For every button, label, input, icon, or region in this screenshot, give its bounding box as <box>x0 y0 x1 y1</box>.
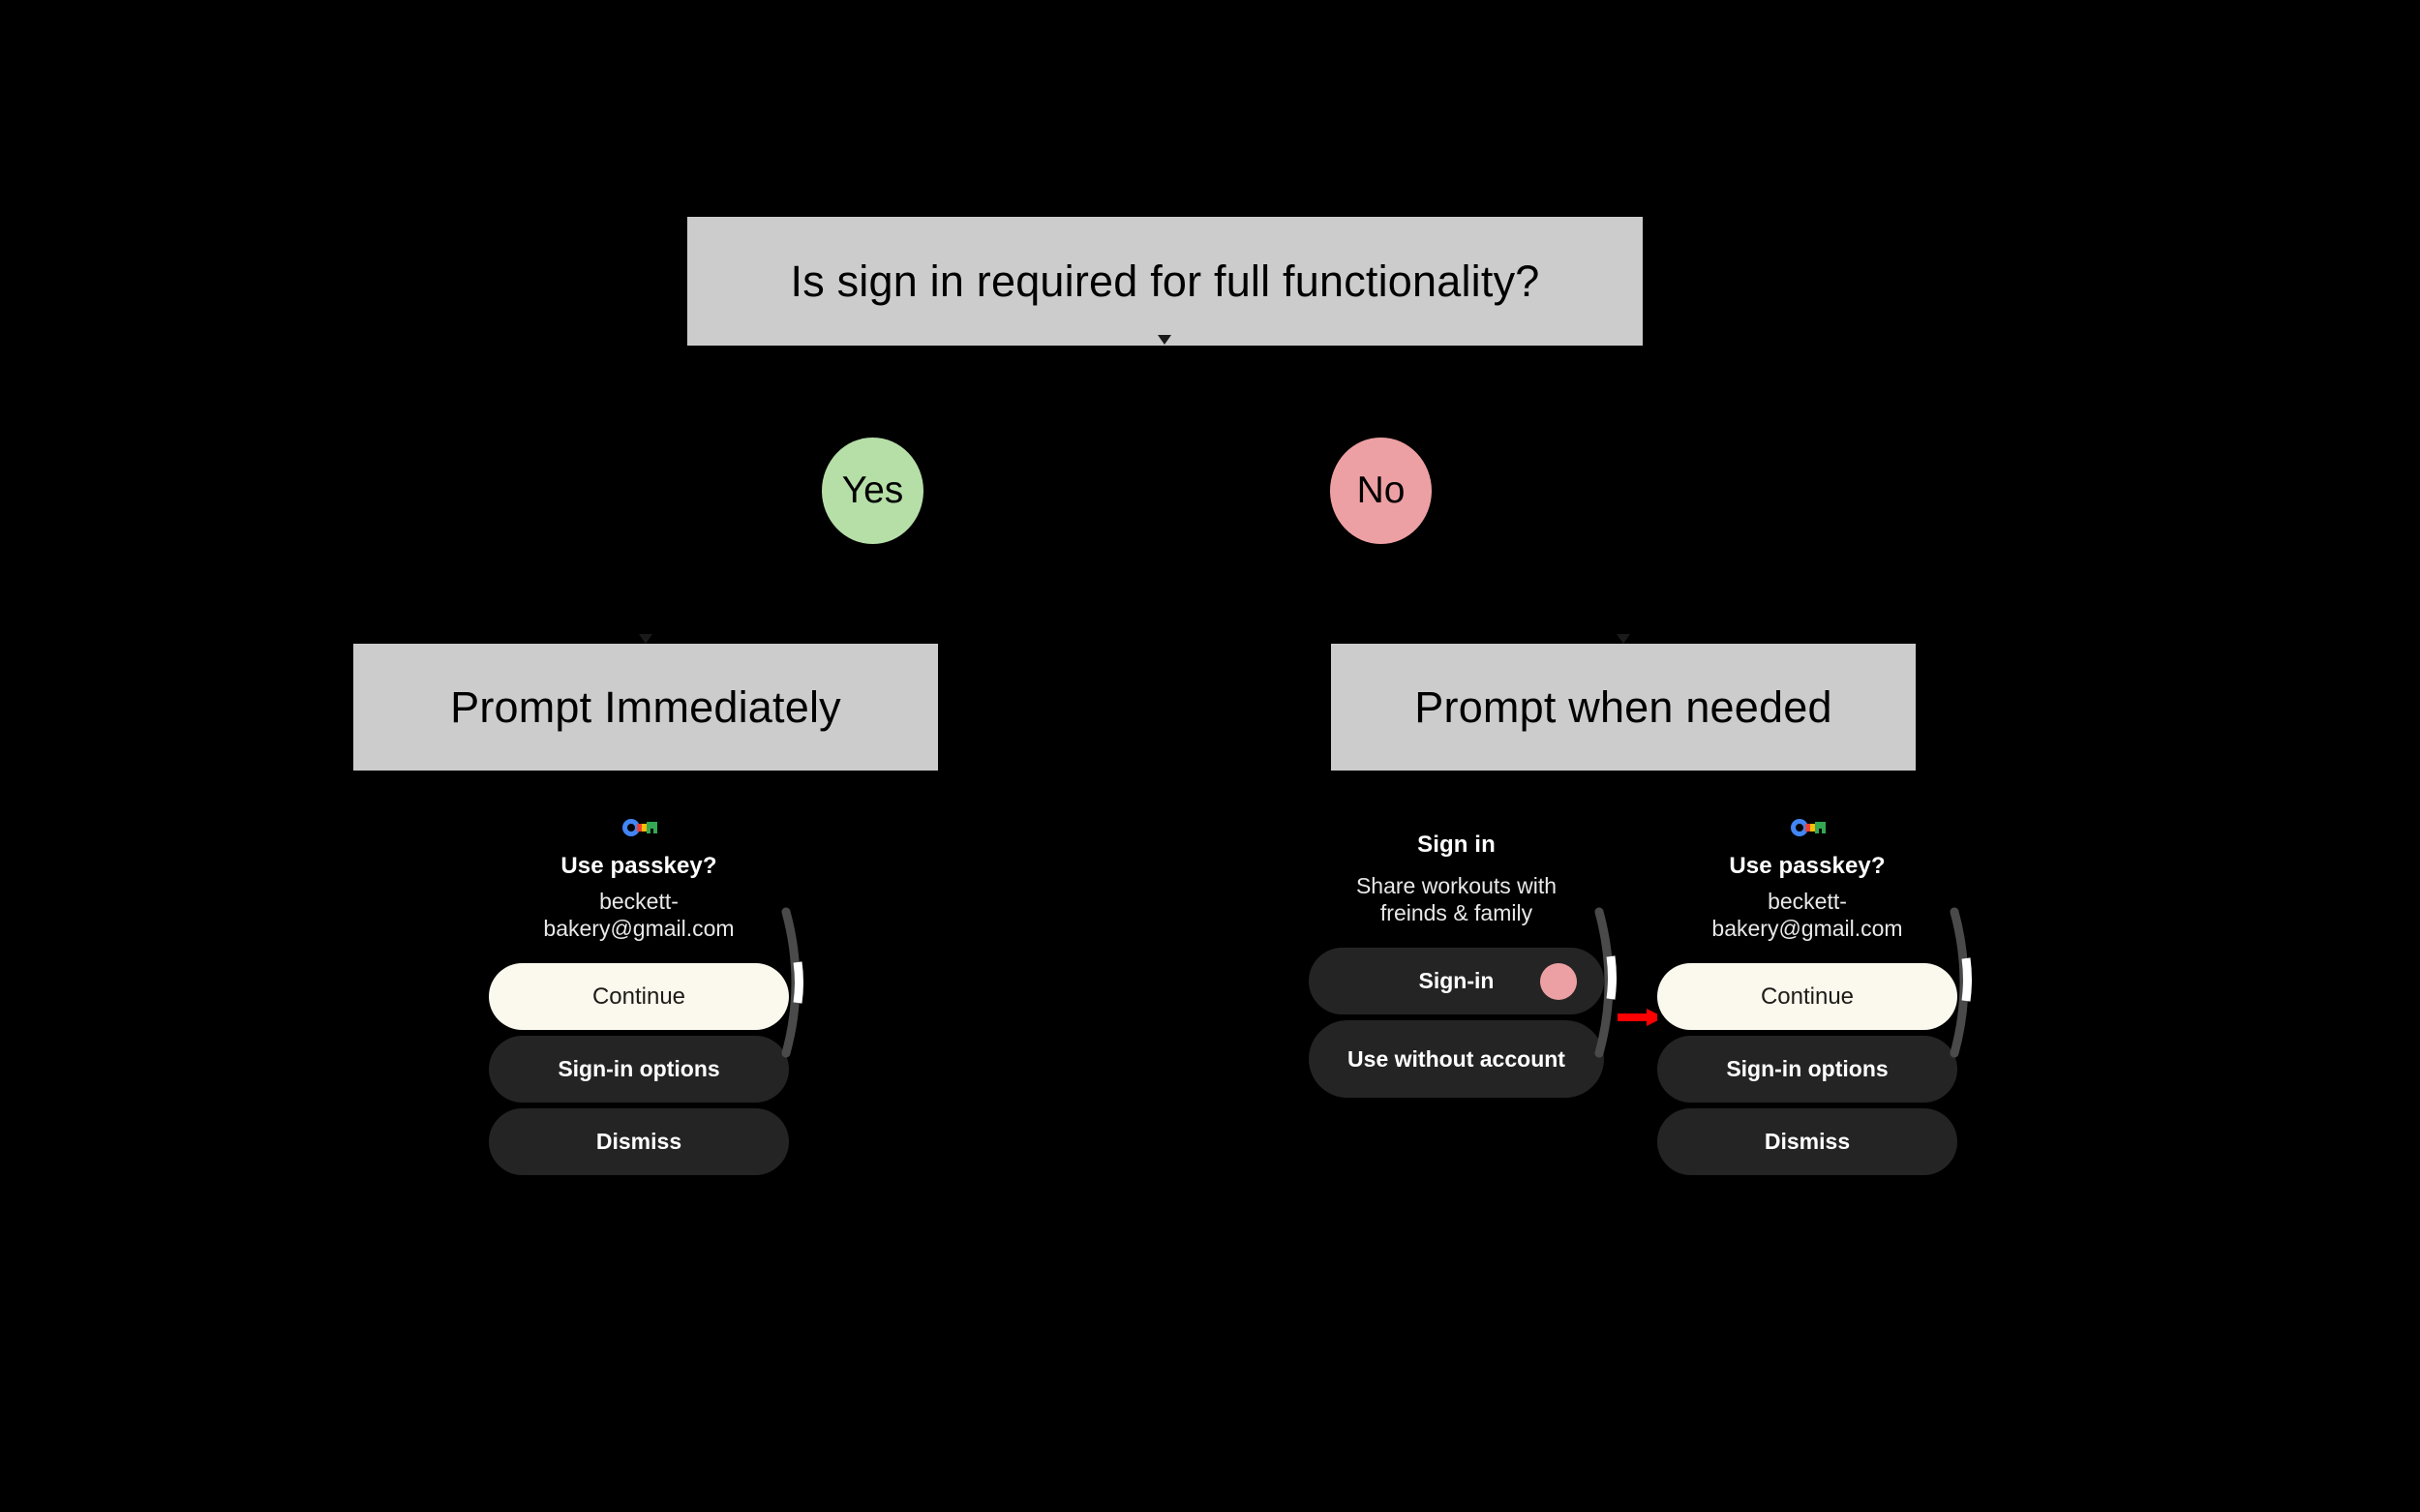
google-passkey-icon <box>1791 818 1826 837</box>
scroll-indicator-left[interactable] <box>772 900 817 1065</box>
mockup-passkey-right: Use passkey? beckett-bakery@gmail.com Co… <box>1657 818 1957 1176</box>
scroll-indicator-middle[interactable] <box>1586 900 1630 1065</box>
continue-button[interactable]: Continue <box>1657 963 1957 1031</box>
connector-arrowhead-yes-branch <box>639 634 652 644</box>
red-annotation-arrow <box>1618 1008 1664 1027</box>
mockup-passkey-left: Use passkey? beckett-bakery@gmail.com Co… <box>489 818 789 1176</box>
scroll-thumb <box>1961 957 1972 1002</box>
outcome-box-prompt-immediately: Prompt Immediately <box>353 644 938 771</box>
sign-in-button-label: Sign-in <box>1418 968 1495 994</box>
scroll-track <box>1950 907 1969 1058</box>
connector-arrowhead-no-branch <box>1617 634 1630 644</box>
dismiss-button[interactable]: Dismiss <box>489 1108 789 1176</box>
passkey-notch-shape <box>650 829 653 833</box>
scroll-indicator-right[interactable] <box>1941 900 1985 1065</box>
google-passkey-icon <box>622 818 657 837</box>
outcome-box-prompt-when-needed: Prompt when needed <box>1331 644 1916 771</box>
sign-in-options-button[interactable]: Sign-in options <box>1657 1036 1957 1104</box>
mockup-title: Sign in <box>1417 832 1496 858</box>
decision-question-box: Is sign in required for full functionali… <box>687 217 1643 346</box>
use-without-account-button[interactable]: Use without account <box>1309 1020 1604 1099</box>
passkey-green-shape <box>1815 822 1826 833</box>
decision-yes-ellipse: Yes <box>822 438 923 544</box>
passkey-yellow-shape <box>1810 824 1817 832</box>
dismiss-button[interactable]: Dismiss <box>1657 1108 1957 1176</box>
passkey-red-shape <box>1805 824 1811 832</box>
scroll-thumb <box>793 961 803 1004</box>
mockup-title: Use passkey? <box>560 853 717 879</box>
sign-in-options-button[interactable]: Sign-in options <box>489 1036 789 1104</box>
continue-button[interactable]: Continue <box>489 963 789 1031</box>
mockup-subtitle: beckett-bakery@gmail.com <box>1711 889 1903 942</box>
passkey-notch-shape <box>1819 829 1822 833</box>
sign-in-button[interactable]: Sign-in <box>1309 948 1604 1015</box>
connector-arrowhead-question-bottom <box>1158 335 1171 345</box>
mockup-signin-middle: Sign in Share workouts with freinds & fa… <box>1309 818 1604 1099</box>
decision-no-ellipse: No <box>1330 438 1432 544</box>
connector-question-to-branches <box>1164 346 1165 438</box>
mockup-title: Use passkey? <box>1729 853 1886 879</box>
mockup-subtitle: Share workouts with freinds & family <box>1355 873 1558 926</box>
tap-cursor-dot <box>1540 963 1577 1001</box>
scroll-track <box>1594 907 1614 1058</box>
passkey-yellow-shape <box>642 824 649 832</box>
passkey-red-shape <box>637 824 643 832</box>
mockup-subtitle: beckett-bakery@gmail.com <box>543 889 735 942</box>
scroll-track <box>781 907 801 1058</box>
passkey-green-shape <box>647 822 657 833</box>
scroll-thumb <box>1606 955 1617 1000</box>
